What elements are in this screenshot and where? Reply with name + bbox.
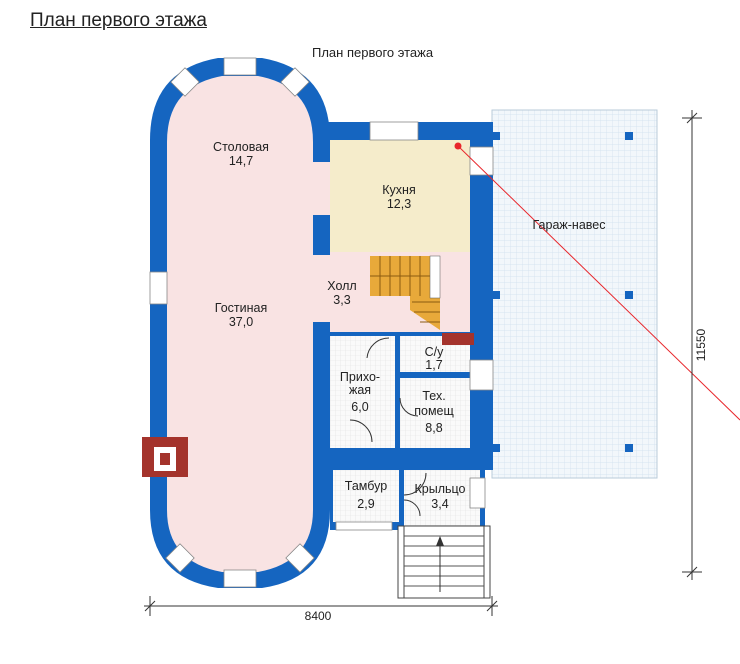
kitchen-name: Кухня	[382, 183, 415, 197]
plan-title: План первого этажа	[312, 45, 434, 60]
living-interior	[167, 76, 313, 572]
wall-stub	[313, 322, 330, 336]
width-dimension	[144, 596, 498, 616]
depth-dimension-value: 11550	[694, 328, 708, 361]
hallway-name-line1: Прихо-	[340, 370, 380, 384]
door-swing	[349, 419, 373, 443]
dining-name: Столовая	[213, 140, 269, 154]
porch-name: Крыльцо	[415, 482, 466, 496]
garage-pillar	[625, 291, 633, 299]
tech-name-line1: Тех.	[422, 389, 445, 403]
living-name: Гостиная	[215, 301, 267, 315]
door-swing	[403, 499, 421, 517]
porch-area: 3,4	[431, 497, 448, 511]
door-swing	[399, 397, 419, 417]
door-swing	[366, 337, 390, 359]
partition	[400, 372, 470, 378]
tech-name-line2: помещ	[414, 404, 454, 418]
partition	[330, 332, 470, 336]
living-area: 37,0	[229, 315, 253, 329]
garage-pillar	[492, 444, 500, 452]
garage-pillar	[492, 132, 500, 140]
garage-pillar	[492, 291, 500, 299]
garage-name: Гараж-навес	[532, 218, 605, 232]
vestibule-area: 2,9	[357, 497, 374, 511]
wc-name: С/у	[425, 345, 445, 359]
wall-stub	[313, 140, 330, 162]
hallway-floor	[330, 336, 395, 448]
door-swing	[403, 472, 427, 496]
entrance-steps	[397, 525, 491, 599]
hall-area: 3,3	[333, 293, 350, 307]
garage-pillar	[625, 444, 633, 452]
hallway-area: 6,0	[351, 400, 368, 414]
fireplace	[142, 437, 188, 477]
guide-line	[457, 145, 740, 421]
tech-area: 8,8	[425, 421, 442, 435]
vestibule-name: Тамбур	[345, 479, 387, 493]
vestibule-floor	[333, 470, 399, 522]
wc-area: 1,7	[425, 358, 442, 372]
garage-pillar	[625, 132, 633, 140]
interior-stairs	[370, 255, 441, 330]
page-heading[interactable]: План первого этажа	[30, 10, 207, 31]
kitchen-floor	[330, 140, 470, 252]
wall-stub	[313, 215, 330, 255]
hallway-name-line2: жая	[349, 383, 371, 397]
partition	[395, 336, 400, 448]
guide-point	[454, 142, 462, 150]
kitchen-area: 12,3	[387, 197, 411, 211]
depth-dimension	[682, 110, 702, 580]
tech-floor	[400, 378, 470, 448]
boiler	[442, 333, 474, 345]
dining-area: 14,7	[229, 154, 253, 168]
hall-name: Холл	[327, 279, 356, 293]
porch-floor	[404, 470, 480, 526]
windows	[149, 57, 494, 588]
width-dimension-value: 8400	[305, 609, 332, 623]
